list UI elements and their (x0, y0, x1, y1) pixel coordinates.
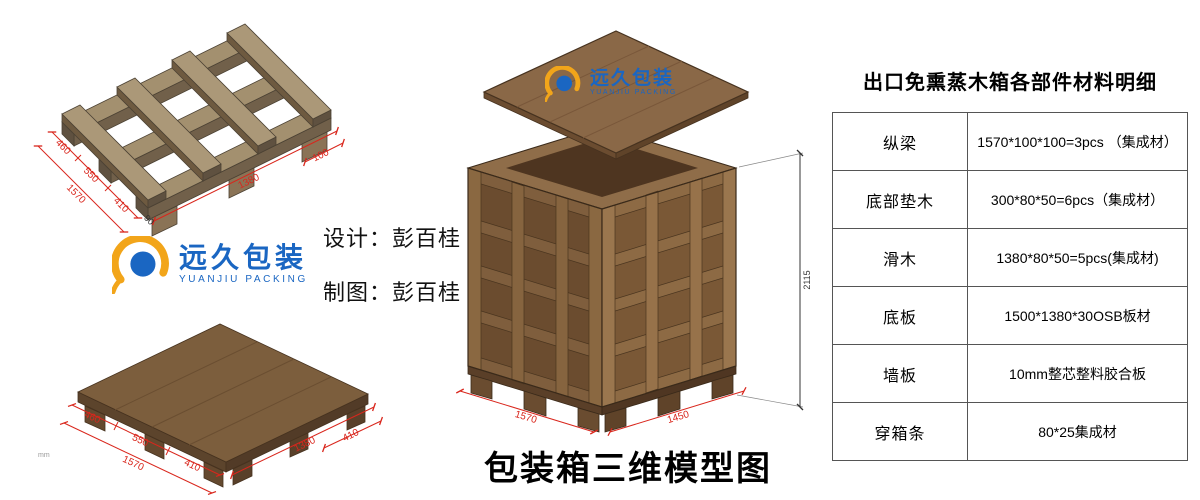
crate-dimensions: 1570 1450 2115 (455, 149, 812, 437)
unit-note: mm (38, 452, 50, 459)
logo-name: 远久包装 (179, 241, 308, 273)
table-row: 纵梁 1570*100*100=3pcs （集成材） (832, 112, 1188, 171)
part-spec-cell: 300*80*50=6pcs（集成材） (967, 170, 1188, 229)
logo-name: 远久包装 (590, 68, 675, 90)
logo-subtitle: YUANJIU PACKING (590, 89, 677, 97)
crate-lid-drawing (482, 30, 750, 160)
logo-swirl-icon (545, 66, 581, 102)
dim-label: 1570 (64, 182, 88, 206)
parts-table-title: 出口免熏蒸木箱各部件材料明细 (863, 72, 1157, 94)
company-logo: 远久包装 YUANJIU PACKING (112, 236, 308, 294)
dim-label: 550 (81, 165, 101, 185)
logo-subtitle: YUANJIU PACKING (179, 273, 308, 285)
part-spec-cell: 1380*80*50=5pcs(集成材) (967, 228, 1188, 287)
part-spec-cell: 80*25集成材 (967, 402, 1188, 461)
dim-label: 410 (341, 427, 361, 444)
crate-drawing (466, 126, 738, 433)
table-row: 滑木 1380*80*50=5pcs(集成材) (832, 228, 1188, 287)
parts-table: 纵梁 1570*100*100=3pcs （集成材） 底部垫木 300*80*5… (832, 112, 1188, 461)
part-name-cell: 滑木 (832, 228, 968, 287)
table-row: 墙板 10mm整芯整料胶合板 (832, 344, 1188, 403)
lid-logo: 远久包装 YUANJIU PACKING (545, 66, 677, 102)
dim-label: 2115 (802, 270, 812, 289)
table-row: 底部垫木 300*80*50=6pcs（集成材） (832, 170, 1188, 229)
dim-label: 1570 (121, 454, 146, 474)
part-name-cell: 底板 (832, 286, 968, 345)
credit-design: 设计：彭百桂 (323, 226, 462, 251)
part-name-cell: 穿箱条 (832, 402, 968, 461)
table-row: 穿箱条 80*25集成材 (832, 402, 1188, 461)
part-name-cell: 底部垫木 (832, 170, 968, 229)
part-spec-cell: 1570*100*100=3pcs （集成材） (967, 112, 1188, 171)
part-spec-cell: 1500*1380*30OSB板材 (967, 286, 1188, 345)
table-row: 底板 1500*1380*30OSB板材 (832, 286, 1188, 345)
part-name-cell: 纵梁 (832, 112, 968, 171)
part-name-cell: 墙板 (832, 344, 968, 403)
pallet-base-dimensions: 460 550 410 1570 1380 410 (59, 402, 384, 496)
part-spec-cell: 10mm整芯整料胶合板 (967, 344, 1188, 403)
dim-label: 410 (111, 195, 131, 215)
drawing-title: 包装箱三维模型图 (484, 450, 772, 488)
pallet-frame-drawing (61, 23, 332, 237)
credit-draft: 制图：彭百桂 (323, 280, 462, 305)
logo-swirl-icon (112, 236, 170, 294)
